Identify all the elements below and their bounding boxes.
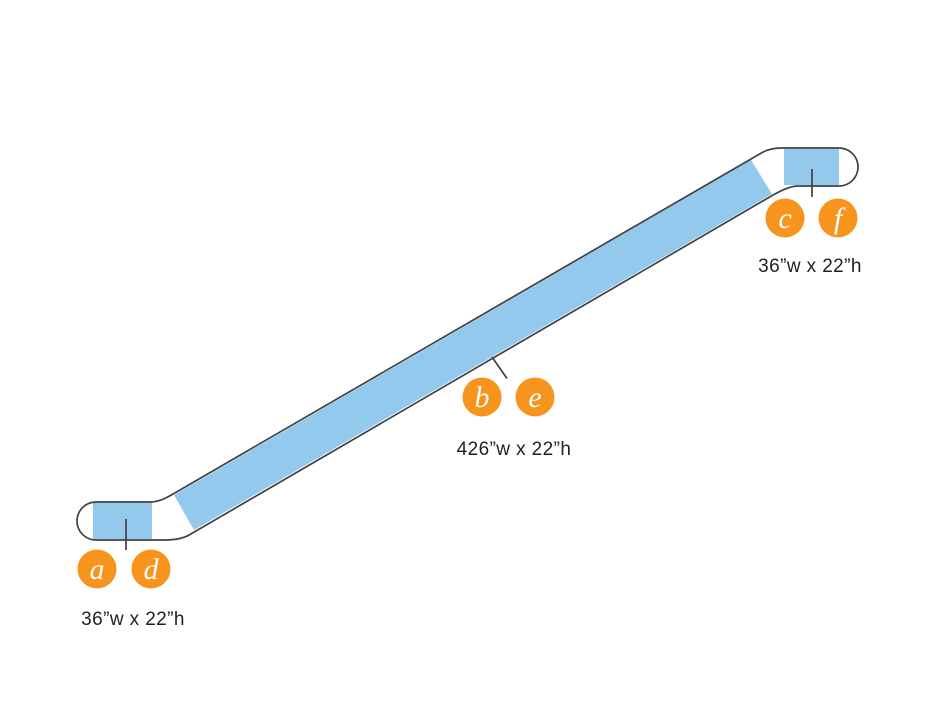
callout-tick-middle — [491, 356, 508, 379]
badge-a-letter: a — [90, 553, 105, 586]
badge-b-letter: b — [475, 381, 490, 414]
handrail-outline — [76, 147, 859, 541]
badge-f-circle — [818, 198, 858, 238]
badge-d-letter: d — [144, 553, 160, 586]
badge-a-circle — [77, 549, 117, 589]
badge-e-circle — [515, 377, 555, 417]
badge-c-letter: c — [778, 202, 791, 235]
badge-e-letter: e — [528, 381, 541, 414]
bottom-panel — [93, 503, 152, 539]
middle-panel — [174, 160, 772, 530]
dimension-label-middle: 426”w x 22”h — [457, 439, 572, 460]
dimension-label-top: 36”w x 22”h — [758, 256, 862, 277]
dimension-label-bottom: 36”w x 22”h — [81, 609, 185, 630]
badge-d-circle — [131, 549, 171, 589]
badge-b-circle — [462, 377, 502, 417]
badge-c-circle — [765, 198, 805, 238]
